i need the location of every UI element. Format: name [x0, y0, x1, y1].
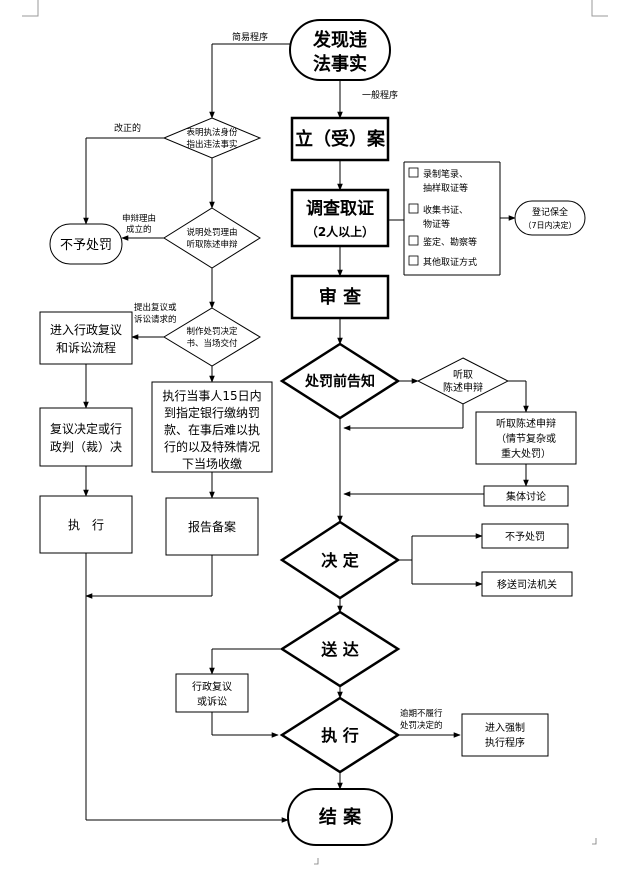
svg-text:法事实: 法事实 [313, 53, 367, 75]
evidence-item: 其他取证方式 [408, 255, 477, 268]
node-no-penalty-right: 不予处罚 [481, 523, 569, 549]
svg-text:执 行: 执 行 [68, 518, 104, 532]
node-enforce: 进入强制 执行程序 [461, 713, 549, 757]
svg-text:行的以及特殊情况: 行的以及特殊情况 [164, 439, 260, 454]
evidence-item: 鉴定、勘察等 [408, 235, 477, 248]
svg-text:执行当事人15日内: 执行当事人15日内 [162, 389, 261, 403]
label-defense-ok: 成立的 [126, 224, 152, 235]
evidence-item: 收集书证、 物证等 [408, 203, 468, 230]
node-execute-left: 执 行 [39, 495, 133, 554]
node-decide: 决 定 [279, 520, 401, 600]
label-general-procedure: 一般程序 [362, 89, 398, 101]
svg-text:执 行: 执 行 [321, 726, 359, 745]
label-appeal-request: 提出复议或 [134, 302, 177, 313]
svg-text:物证等: 物证等 [423, 218, 450, 230]
svg-text:下当场收缴: 下当场收缴 [182, 456, 242, 471]
svg-text:调查取证: 调查取证 [306, 198, 374, 219]
svg-text:集体讨论: 集体讨论 [506, 490, 546, 503]
svg-text:重大处罚）: 重大处罚） [501, 447, 551, 460]
svg-text:抽样取证等: 抽样取证等 [423, 182, 468, 194]
label-defense-ok: 申辩理由 [122, 213, 156, 224]
svg-text:进入行政复议: 进入行政复议 [50, 323, 122, 337]
node-pre-notice: 处罚前告知 [279, 342, 401, 420]
node-collective: 集体讨论 [483, 485, 569, 507]
label-overdue: 处罚决定的 [400, 720, 443, 731]
node-show-id: 表明执法身份 指出违法事实 [162, 117, 262, 159]
svg-text:进入强制: 进入强制 [485, 721, 525, 734]
svg-text:款、在事后难以执: 款、在事后难以执 [164, 423, 260, 437]
label-overdue: 逾期不履行 [400, 708, 443, 719]
node-file-case: 立（受）案 [290, 116, 390, 162]
svg-text:听取陈述申辩: 听取陈述申辩 [496, 417, 556, 430]
svg-text:决 定: 决 定 [321, 551, 359, 570]
node-no-penalty-left: 不予处罚 [49, 223, 123, 265]
svg-text:和诉讼流程: 和诉讼流程 [56, 340, 116, 355]
svg-text:陈述申辩: 陈述申辩 [443, 381, 483, 394]
paragraph-marks [314, 838, 597, 865]
svg-text:报告备案: 报告备案 [188, 519, 236, 534]
svg-text:移送司法机关: 移送司法机关 [497, 578, 557, 591]
svg-text:表明执法身份: 表明执法身份 [186, 127, 238, 138]
svg-text:立（受）案: 立（受）案 [295, 128, 386, 150]
svg-text:不予处罚: 不予处罚 [505, 531, 545, 543]
svg-text:审 查: 审 查 [319, 286, 361, 308]
evidence-options: 录制笔录、 抽样取证等 收集书证、 物证等 鉴定、勘察等 其他取证方式 [408, 167, 477, 268]
node-hear-statement: 听取 陈述申辩 [416, 357, 510, 405]
svg-text:送 达: 送 达 [320, 640, 359, 659]
node-discover: 发现违 法事实 [289, 19, 391, 81]
node-make-decision: 制作处罚决定 书、当场交付 [163, 307, 261, 367]
node-pay: 执行当事人15日内 到指定银行缴纳罚 款、在事后难以执 行的以及特殊情况 下当场… [151, 381, 273, 473]
svg-text:结 案: 结 案 [319, 806, 362, 828]
node-deliver: 送 达 [279, 610, 401, 688]
node-review-result: 复议决定或行 政判（裁）决 [39, 407, 133, 467]
svg-text:不予处罚: 不予处罚 [60, 238, 112, 253]
node-investigate: 调查取证 （2人以上） [290, 188, 390, 248]
svg-text:指出违法事实: 指出违法事实 [186, 139, 237, 150]
svg-text:执行程序: 执行程序 [485, 736, 525, 749]
svg-text:其他取证方式: 其他取证方式 [423, 256, 477, 268]
svg-text:（2人以上）: （2人以上） [306, 224, 374, 239]
node-register: 登记保全 （7日内决定） [514, 200, 586, 236]
svg-text:制作处罚决定: 制作处罚决定 [186, 326, 238, 337]
node-transfer: 移送司法机关 [481, 571, 573, 597]
node-review: 审 查 [290, 274, 390, 320]
svg-text:听取: 听取 [453, 369, 473, 381]
svg-text:到指定银行缴纳罚: 到指定银行缴纳罚 [164, 405, 260, 420]
svg-text:（情节复杂或: （情节复杂或 [496, 432, 556, 445]
node-review-or-suit: 行政复议 或诉讼 [175, 673, 249, 713]
svg-text:政判（裁）决: 政判（裁）决 [50, 440, 122, 454]
evidence-item: 录制笔录、 抽样取证等 [408, 167, 468, 194]
node-execute-main: 执 行 [279, 696, 401, 774]
svg-text:书、当场交付: 书、当场交付 [186, 338, 238, 349]
svg-text:复议决定或行: 复议决定或行 [50, 421, 122, 436]
svg-text:录制笔录、: 录制笔录、 [423, 168, 468, 180]
svg-text:听取陈述申辩: 听取陈述申辩 [186, 239, 238, 250]
node-enter-review: 进入行政复议 和诉讼流程 [39, 311, 133, 365]
svg-text:或诉讼: 或诉讼 [197, 695, 227, 708]
svg-text:处罚前告知: 处罚前告知 [304, 373, 375, 390]
svg-text:登记保全: 登记保全 [532, 206, 568, 218]
node-report: 报告备案 [165, 497, 259, 556]
page-corner-marks [22, 0, 608, 17]
node-explain: 说明处罚理由 听取陈述申辩 [163, 207, 261, 269]
label-appeal-request: 诉讼请求的 [134, 314, 177, 325]
label-simple-procedure: 简易程序 [232, 31, 268, 43]
label-corrected: 改正的 [114, 122, 141, 134]
node-hear-complex: 听取陈述申辩 （情节复杂或 重大处罚） [475, 411, 577, 465]
connectors [83, 43, 529, 823]
edge-labels: 简易程序 一般程序 改正的 申辩理由 成立的 提出复议或 诉讼请求的 逾期不履行… [114, 31, 443, 731]
svg-text:发现违: 发现违 [312, 29, 367, 51]
svg-text:说明处罚理由: 说明处罚理由 [186, 227, 237, 238]
svg-text:行政复议: 行政复议 [192, 680, 232, 693]
svg-text:（7日内决定）: （7日内决定） [523, 220, 576, 230]
svg-text:鉴定、勘察等: 鉴定、勘察等 [423, 236, 477, 248]
node-close: 结 案 [287, 788, 393, 846]
svg-text:收集书证、: 收集书证、 [423, 204, 468, 216]
